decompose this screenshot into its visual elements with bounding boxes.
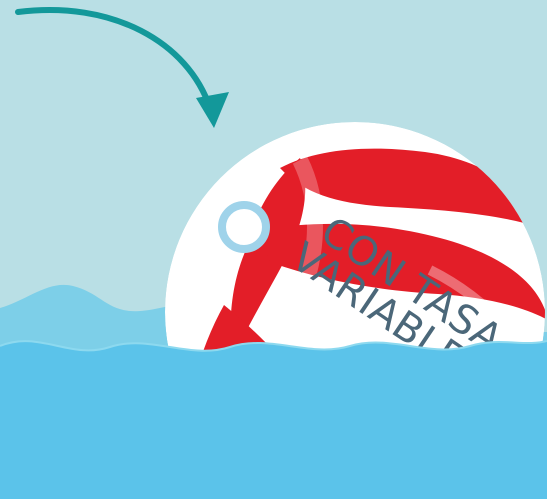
valve-icon — [218, 201, 270, 253]
water-wave-icon — [0, 341, 547, 499]
curved-arrow-icon — [15, 6, 229, 128]
water-surface-line — [0, 340, 547, 352]
